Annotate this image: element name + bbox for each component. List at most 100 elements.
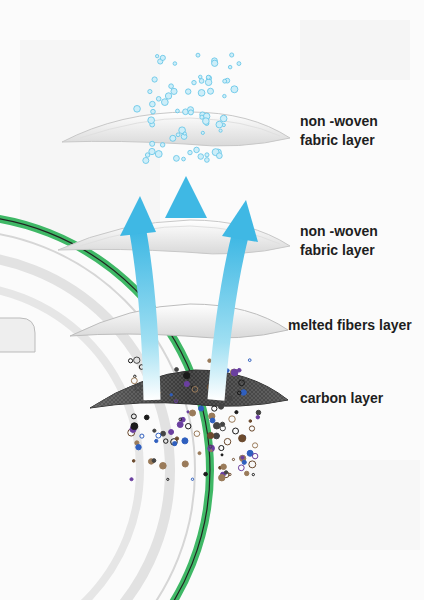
dust-particle (229, 473, 231, 475)
airflow-arrow (120, 196, 156, 400)
dust-particle (210, 450, 212, 452)
dust-particle (235, 411, 238, 414)
clean-air-dot (155, 55, 158, 58)
dust-particle (208, 445, 215, 452)
clean-air-dot (205, 153, 209, 157)
clean-air-dot (192, 80, 196, 84)
dust-particle (212, 406, 217, 411)
clean-air-dot (148, 89, 152, 93)
dust-particle (219, 475, 225, 481)
clean-air-dot (171, 88, 177, 94)
clean-air-dot (230, 53, 234, 57)
clean-air-dot (150, 101, 156, 107)
dust-particle (169, 430, 174, 435)
dust-particle (175, 437, 178, 440)
dust-particle (182, 461, 188, 467)
dust-particle (161, 431, 166, 436)
dust-particle (194, 431, 200, 437)
clean-air-dot (223, 79, 227, 83)
clean-air-dot (212, 60, 218, 66)
dust-particle (237, 391, 241, 395)
dust-particle (179, 418, 182, 421)
clean-air-dot (237, 62, 241, 66)
clean-air-dot (223, 94, 226, 97)
dust-particle (241, 456, 244, 459)
dust-particle (136, 445, 141, 450)
dust-particle (190, 410, 196, 416)
dust-particle (230, 369, 237, 376)
dust-particle (210, 418, 215, 423)
dust-particle (219, 445, 224, 450)
dust-particle (132, 460, 135, 463)
dust-particle (229, 416, 236, 423)
clean-air-dot (160, 143, 164, 147)
dust-particle (256, 415, 259, 418)
dust-particle (187, 411, 189, 413)
dust-particle (249, 461, 256, 468)
dust-particle (185, 423, 190, 428)
mask-edge (0, 215, 210, 600)
dust-particle (218, 404, 223, 409)
dust-particle (177, 422, 183, 428)
dust-particle (182, 438, 188, 444)
dust-particle (144, 415, 149, 420)
dust-particle (152, 459, 156, 463)
clean-air-dot (205, 79, 212, 86)
dust-particle (238, 465, 244, 471)
dust-particle (220, 425, 225, 430)
clean-air-dot (216, 121, 223, 128)
dust-particle (140, 434, 144, 438)
clean-air-dot (148, 117, 155, 124)
dust-particle (233, 428, 239, 434)
dust-particle (221, 454, 223, 456)
clean-air-dot (176, 109, 180, 113)
airflow-arrow (216, 200, 258, 400)
clean-air-dot (205, 158, 210, 163)
dust-particle (208, 359, 212, 363)
dust-particle (252, 453, 257, 458)
dust-particle (237, 368, 241, 372)
clean-air-dot (231, 86, 238, 93)
clean-air-dot (228, 65, 232, 69)
dust-particle (221, 464, 226, 469)
dust-particle (160, 463, 167, 470)
dust-particle (156, 433, 161, 438)
clean-air-dot (156, 97, 161, 102)
dust-particle (214, 433, 220, 439)
clean-air-dot (170, 135, 176, 141)
clean-air-dot (185, 89, 190, 94)
dust-particle (242, 460, 246, 464)
layer-label: melted fibers layer (288, 316, 412, 335)
dust-particle (135, 385, 141, 391)
clean-air-dot (150, 141, 155, 146)
dust-particle (245, 471, 249, 475)
dust-particle (213, 422, 219, 428)
dust-particle (191, 478, 193, 480)
clean-air-dot (173, 62, 177, 66)
clean-air-dots (134, 53, 241, 164)
clean-air-dot (208, 88, 214, 94)
dust-particle (134, 375, 136, 377)
layer-label: non -woven fabric layer (300, 112, 412, 150)
dust-particle (134, 357, 140, 363)
clean-air-dot (169, 84, 174, 89)
clean-air-dot (161, 99, 168, 106)
clean-air-dot (199, 79, 204, 84)
dust-particle (239, 380, 245, 386)
dust-particle (252, 443, 257, 448)
clean-air-dot (217, 153, 223, 159)
dust-particle (167, 478, 169, 480)
clean-air-dot (160, 55, 165, 60)
dust-particle (130, 478, 133, 481)
fabric-sheet (62, 112, 290, 146)
dust-particle (128, 359, 132, 363)
dust-particle (155, 439, 158, 442)
clean-air-dot (182, 157, 186, 161)
clean-air-dot (183, 132, 186, 135)
clean-air-dot (188, 150, 192, 154)
dust-particle (175, 400, 178, 403)
clean-air-dot (176, 133, 180, 137)
clean-air-dot (196, 53, 200, 57)
